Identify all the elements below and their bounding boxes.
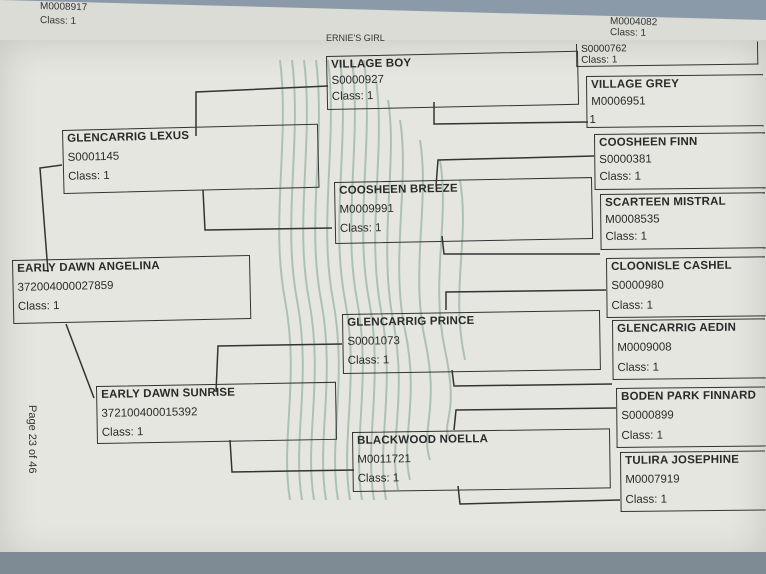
registration-number: S0001073: [347, 335, 400, 348]
horse-name: GLENCARRIG LEXUS: [67, 129, 190, 145]
registration-number: M0008535: [605, 213, 660, 226]
horse-name: CLOONISLE CASHEL: [611, 259, 732, 273]
registration-number: 372100400015392: [101, 406, 198, 420]
horse-name: GLENCARRIG PRINCE: [347, 314, 475, 329]
registration-number: 372004000027859: [17, 279, 114, 294]
class-label: Class: 1: [68, 169, 110, 183]
class-label: Class: 1: [625, 493, 668, 506]
registration-number: S0000762: [580, 43, 627, 55]
registration-number: S0000381: [599, 153, 652, 166]
gen4-village-grey[interactable]: VILLAGE GREY M0006951 1: [586, 74, 764, 128]
gen4-glencarrig-aedin[interactable]: GLENCARRIG AEDIN M0009008 Class: 1: [612, 318, 766, 380]
class-label: Class: 1: [617, 361, 660, 374]
gen4-partial-s0000762[interactable]: S0000762 Class: 1: [576, 41, 759, 67]
horse-name: BODEN PARK FINNARD: [621, 389, 757, 403]
class-label: Class: 1: [357, 472, 400, 485]
stray-label: ERNIE'S GIRL: [326, 33, 385, 43]
class-label: Class: 1: [605, 230, 648, 243]
horse-name: SCARTEEN MISTRAL: [605, 195, 726, 209]
registration-number: M0009008: [617, 341, 672, 354]
gen3-glencarrig-prince[interactable]: GLENCARRIG PRINCE S0001073 Class: 1: [342, 309, 601, 374]
registration-number: S0000927: [331, 73, 385, 87]
page-bottom-edge: [0, 552, 766, 574]
gen4-boden-park-finnard[interactable]: BODEN PARK FINNARD S0000899 Class: 1: [616, 386, 766, 448]
horse-name: TULIRA JOSEPHINE: [625, 453, 740, 467]
sire-glencarrig-lexus[interactable]: GLENCARRIG LEXUS S0001145 Class: 1: [62, 123, 320, 194]
horse-name: VILLAGE GREY: [591, 78, 680, 91]
class-label: Class: 1: [621, 429, 664, 442]
page-number: Page 23 of 46: [26, 405, 38, 474]
class-label: Class: 1: [599, 170, 642, 183]
horse-name: COOSHEEN FINN: [599, 135, 698, 149]
dam-dam-early-dawn-sunrise[interactable]: EARLY DAWN SUNRISE 372100400015392 Class…: [96, 381, 337, 444]
dam-early-dawn-angelina[interactable]: EARLY DAWN ANGELINA 372004000027859 Clas…: [12, 255, 252, 324]
class-label: Class: 1: [17, 300, 60, 313]
horse-name: VILLAGE BOY: [331, 57, 412, 71]
registration-number: M0011721: [357, 453, 411, 466]
gen3-coosheen-breeze[interactable]: COOSHEEN BREEZE M0009991 Class: 1: [334, 177, 594, 244]
horse-name: GLENCARRIG AEDIN: [617, 321, 737, 335]
gen3-village-boy[interactable]: VILLAGE BOY S0000927 Class: 1: [326, 50, 580, 110]
registration-number: M0009991: [339, 202, 395, 216]
horse-name: EARLY DAWN ANGELINA: [17, 259, 160, 275]
class-label: Class: 1: [347, 354, 390, 367]
gen3-blackwood-noella[interactable]: BLACKWOOD NOELLA M0011721 Class: 1: [352, 428, 611, 492]
gen4-tulira-josephine[interactable]: TULIRA JOSEPHINE M0007919 Class: 1: [620, 450, 766, 512]
registration-number: M0007919: [625, 473, 680, 486]
class-label: Class: 1: [611, 299, 654, 312]
class-label: Class: 1: [339, 222, 382, 235]
class-label: Class: 1: [101, 426, 144, 439]
registration-number: S0001145: [67, 150, 120, 164]
class-label: 1: [589, 113, 596, 126]
registration-number: S0000980: [611, 279, 664, 292]
watermark-graphic: [278, 60, 466, 500]
class-label: Class: 1: [331, 90, 374, 103]
gen4-coosheen-finn[interactable]: COOSHEEN FINN S0000381 Class: 1: [594, 132, 766, 190]
horse-name: BLACKWOOD NOELLA: [357, 433, 489, 447]
horse-name: EARLY DAWN SUNRISE: [101, 386, 236, 401]
class-label: Class: 1: [581, 54, 618, 66]
gen4-scarteen-mistral[interactable]: SCARTEEN MISTRAL M0008535 Class: 1: [600, 192, 766, 250]
registration-number: S0000899: [621, 409, 674, 422]
horse-name: COOSHEEN BREEZE: [339, 182, 458, 197]
gen4-cloonisle-cashel[interactable]: CLOONISLE CASHEL S0000980 Class: 1: [606, 256, 766, 318]
registration-number: M0006951: [591, 95, 646, 108]
